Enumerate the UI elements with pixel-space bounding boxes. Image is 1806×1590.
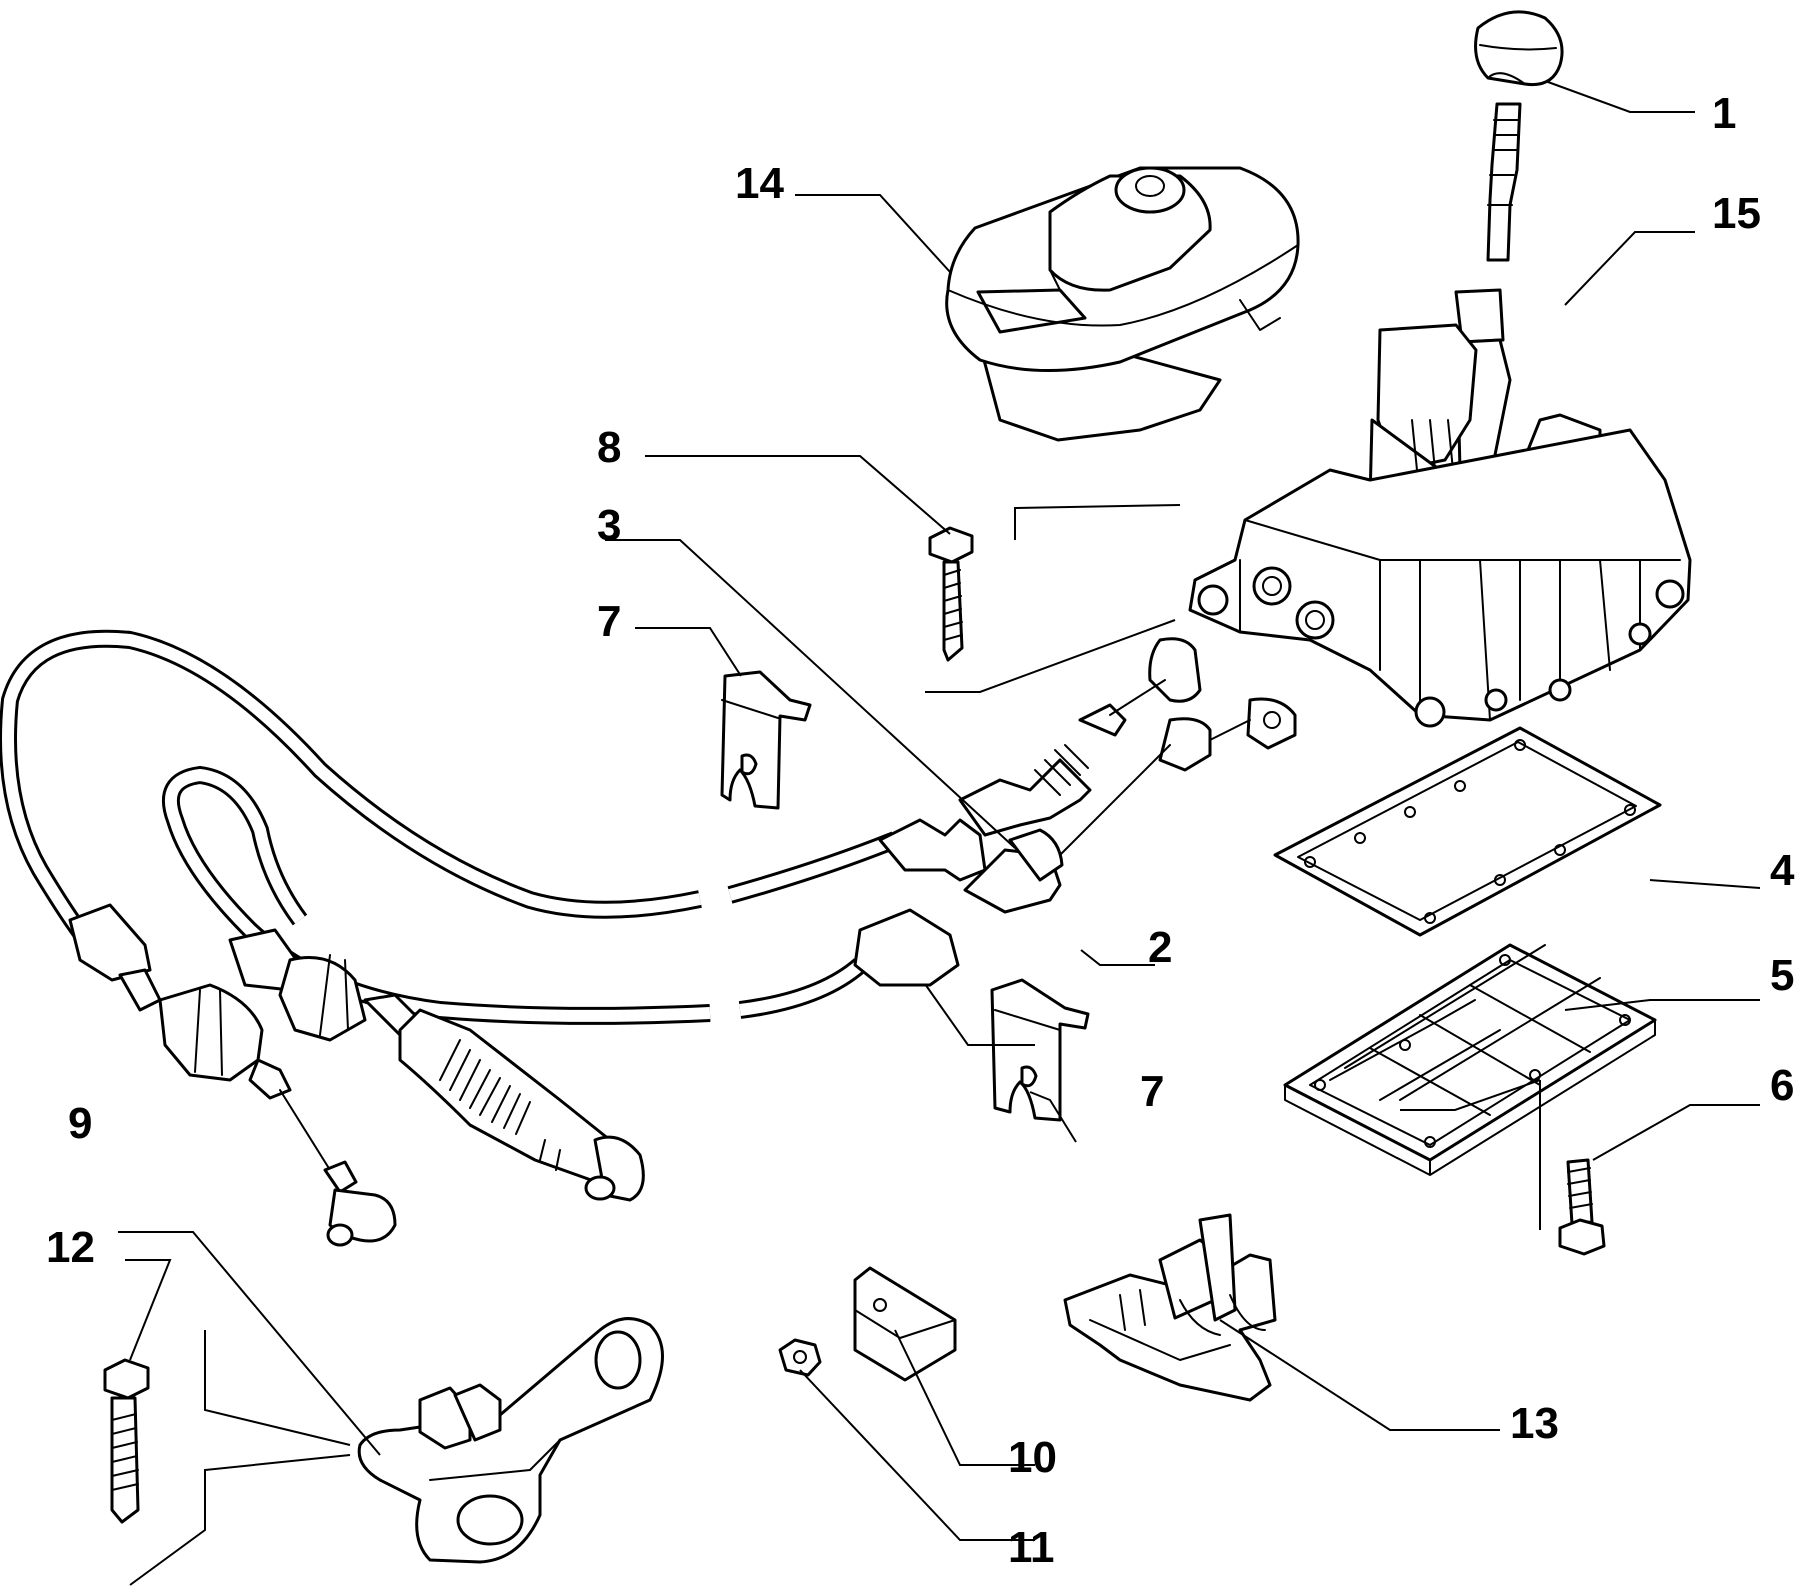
callout-14: 14 bbox=[735, 159, 784, 208]
callout-8: 8 bbox=[597, 423, 621, 472]
callout-3: 3 bbox=[597, 501, 621, 550]
callout-4: 4 bbox=[1770, 846, 1795, 895]
callout-15: 15 bbox=[1712, 189, 1761, 238]
callout-9: 9 bbox=[68, 1099, 92, 1148]
part-13-retaining-bracket[interactable] bbox=[1063, 1213, 1277, 1402]
part-7-clip-upper[interactable] bbox=[720, 670, 812, 810]
part-6-screw[interactable] bbox=[1558, 1158, 1606, 1256]
part-15-shift-lever-assembly[interactable] bbox=[1188, 102, 1692, 728]
part-2-engagement-cable[interactable] bbox=[162, 697, 1297, 1202]
part-10-clip[interactable] bbox=[853, 1266, 957, 1382]
part-7-clip-lower[interactable] bbox=[990, 978, 1090, 1122]
callout-6: 6 bbox=[1770, 1061, 1794, 1110]
part-5-base-plate[interactable] bbox=[1283, 943, 1657, 1176]
part-11-nut[interactable] bbox=[778, 1338, 822, 1377]
callout-10: 10 bbox=[1008, 1433, 1057, 1482]
part-12-bolt[interactable] bbox=[103, 1358, 150, 1524]
callout-5: 5 bbox=[1770, 951, 1794, 1000]
callout-7-lower: 7 bbox=[1140, 1067, 1164, 1116]
callout-1: 1 bbox=[1712, 89, 1736, 138]
callout-12: 12 bbox=[46, 1223, 95, 1272]
callout-11: 11 bbox=[1008, 1523, 1055, 1572]
part-4-gasket[interactable] bbox=[1273, 726, 1662, 937]
callout-labels: 1 15 14 8 3 7 4 2 5 7 6 9 12 10 13 11 bbox=[46, 89, 1795, 1572]
leader-lines bbox=[118, 81, 1761, 1586]
callout-7-upper: 7 bbox=[597, 597, 621, 646]
part-1-gear-knob[interactable] bbox=[1474, 10, 1564, 87]
callout-2: 2 bbox=[1148, 923, 1172, 972]
part-14-shift-boot[interactable] bbox=[945, 166, 1300, 442]
part-9-bracket[interactable] bbox=[357, 1317, 664, 1564]
part-3-selector-cable[interactable] bbox=[0, 629, 1202, 1247]
callout-13: 13 bbox=[1510, 1399, 1559, 1448]
part-8-bolt[interactable] bbox=[928, 526, 974, 662]
